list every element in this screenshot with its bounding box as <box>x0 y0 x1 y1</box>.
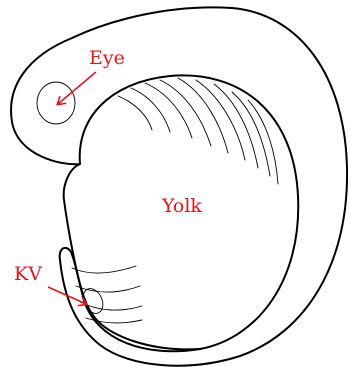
yolk-label: Yolk <box>161 195 202 217</box>
eye-label: Eye <box>89 47 125 69</box>
eye-arrow <box>58 72 96 104</box>
kv-vesicle <box>79 285 106 316</box>
somite-lines <box>118 78 278 184</box>
kv-label: KV <box>14 263 42 285</box>
tail-outline <box>60 248 200 350</box>
eye-circle <box>37 82 75 124</box>
